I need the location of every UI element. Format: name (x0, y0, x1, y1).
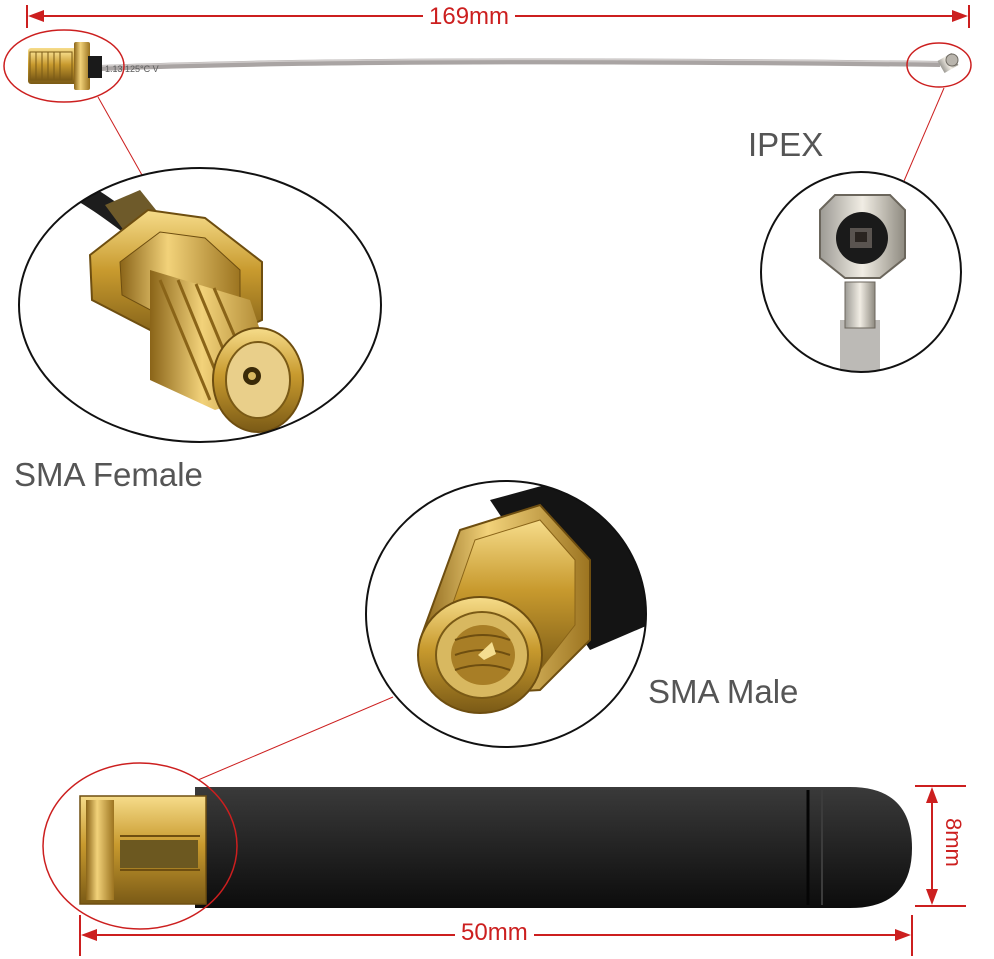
ipex-highlight (906, 42, 972, 88)
cable-length-label: 169mm (423, 3, 516, 31)
antenna-diameter-label: 8mm (940, 816, 966, 869)
antenna-length-label: 50mm (455, 919, 534, 947)
antenna (79, 787, 912, 908)
sma-female-highlight (3, 29, 125, 103)
sma-female-detail-outline (18, 167, 382, 443)
leader-male (197, 696, 394, 781)
sma-female-detail (19, 168, 381, 442)
ipex-label: IPEX (748, 126, 824, 163)
ipex-detail-outline (760, 171, 962, 373)
leader-ipex (903, 87, 945, 182)
antenna-connector-highlight (42, 762, 238, 930)
sma-male-detail-outline (365, 480, 647, 748)
cable-print: 1.13 125°C V (105, 64, 159, 74)
sma-female-small (28, 42, 102, 90)
leader-female (97, 96, 143, 176)
cable (99, 58, 941, 71)
sma-male-label: SMA Male (648, 673, 799, 710)
ipex-small (937, 52, 959, 74)
antenna-diameter-dimension (915, 785, 966, 907)
ipex-detail (761, 172, 961, 372)
sma-male-detail (366, 481, 646, 747)
sma-female-label: SMA Female (14, 456, 203, 493)
antenna-connector (79, 795, 207, 905)
